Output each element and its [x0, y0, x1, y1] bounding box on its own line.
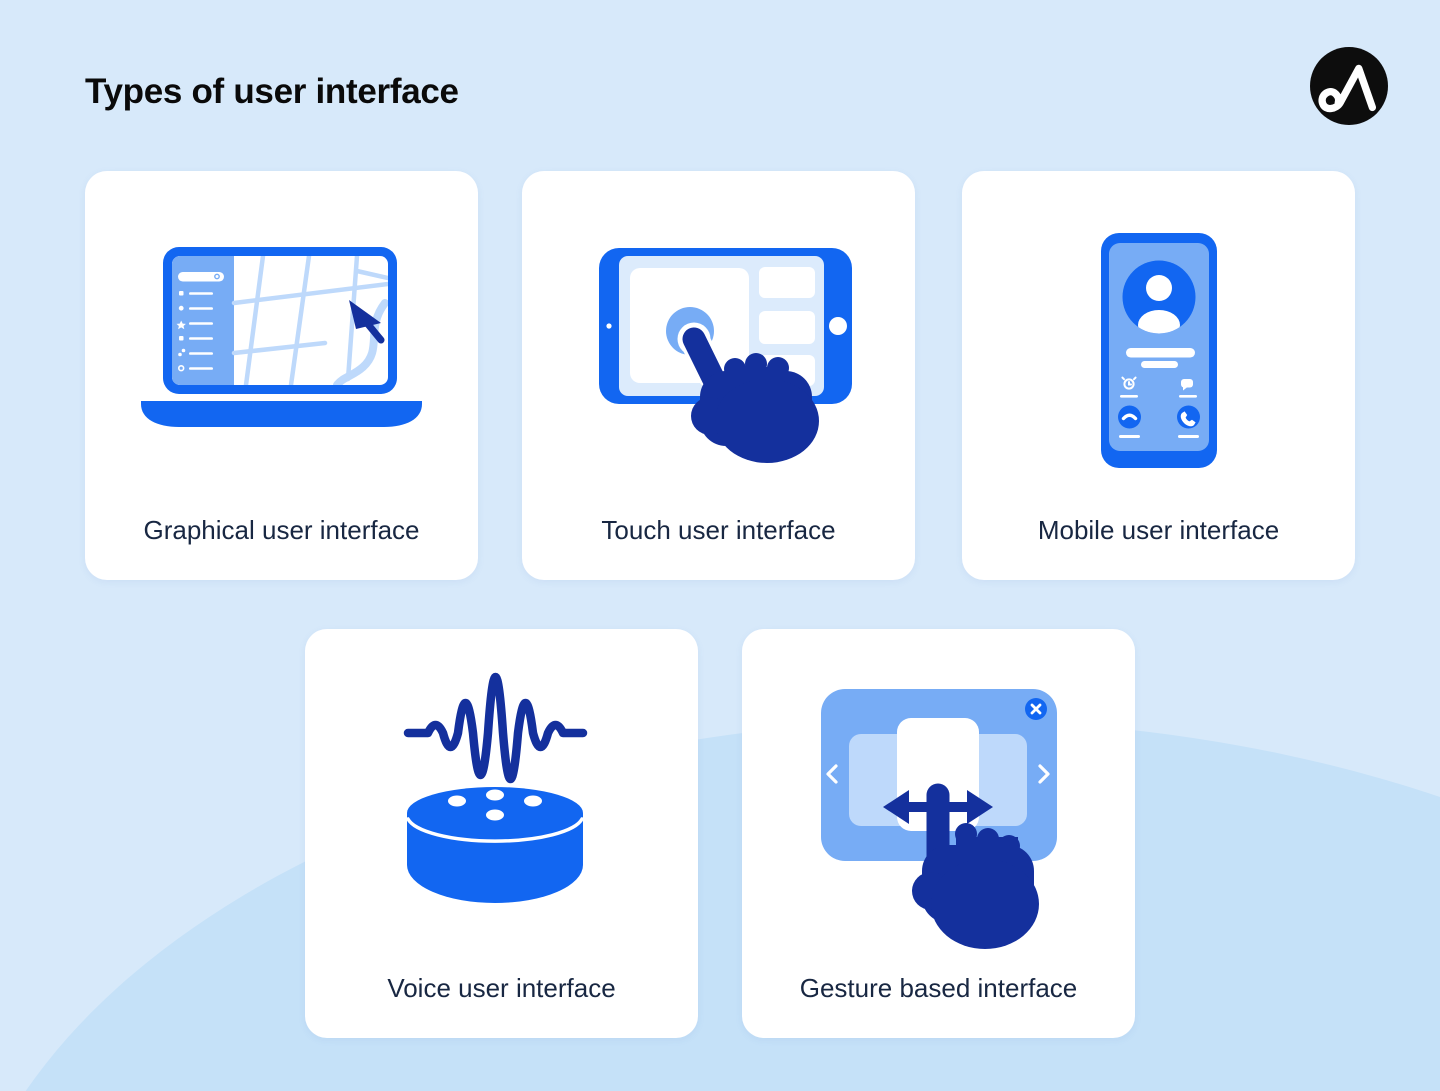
caller-name-bar	[1126, 348, 1195, 358]
close-button	[1025, 698, 1047, 720]
search-pill	[178, 272, 224, 282]
phone-call-screen-illustration	[1101, 233, 1217, 468]
card-label: Voice user interface	[387, 973, 616, 1003]
tablet-with-tapping-hand-illustration	[599, 248, 852, 463]
card-label: Graphical user interface	[143, 515, 420, 545]
caller-subtitle-bar	[1141, 361, 1178, 368]
stylized-a-icon	[1318, 64, 1377, 113]
card-touch-user-interface: Touch user interface	[522, 171, 915, 580]
cursor-icon	[349, 300, 385, 344]
background-ellipse-decoration	[0, 720, 1440, 1091]
speaker-top-dots	[448, 789, 542, 821]
card-mobile-user-interface: Mobile user interface	[962, 171, 1355, 580]
label-line	[1120, 395, 1138, 398]
card-graphical-user-interface: Graphical user interface	[85, 171, 478, 580]
chevron-left-icon	[826, 764, 838, 784]
decline-call-button	[1118, 405, 1141, 429]
page-title: Types of user interface	[85, 72, 459, 111]
label-line	[1179, 395, 1197, 398]
brand-logo	[1310, 47, 1388, 125]
laptop-base	[141, 401, 422, 427]
laptop-with-map-illustration	[141, 247, 422, 427]
chat-icon	[1181, 379, 1193, 391]
map-roads	[231, 256, 388, 385]
accept-call-button	[1177, 405, 1200, 429]
sidebar-menu-items	[176, 291, 213, 372]
tablet-camera-dot	[606, 323, 612, 329]
card-voice-user-interface: Voice user interface	[305, 629, 698, 1038]
pointing-hand	[912, 783, 1039, 949]
smart-speaker	[406, 787, 584, 903]
sound-wave	[403, 673, 588, 784]
search-icon	[214, 273, 220, 280]
label-line	[1119, 435, 1140, 438]
card-label: Mobile user interface	[1037, 515, 1280, 545]
card-label: Touch user interface	[601, 515, 836, 545]
swipe-gesture-illustration	[821, 689, 1057, 949]
alarm-icon	[1121, 376, 1137, 390]
tapping-hand	[677, 322, 819, 463]
smart-speaker-illustration	[403, 673, 588, 903]
tablet-home-button	[829, 317, 847, 335]
card-label: Gesture based interface	[799, 973, 1078, 1003]
label-line	[1178, 435, 1199, 438]
card-gesture-based-interface: Gesture based interface	[742, 629, 1135, 1038]
chevron-right-icon	[1038, 764, 1050, 784]
